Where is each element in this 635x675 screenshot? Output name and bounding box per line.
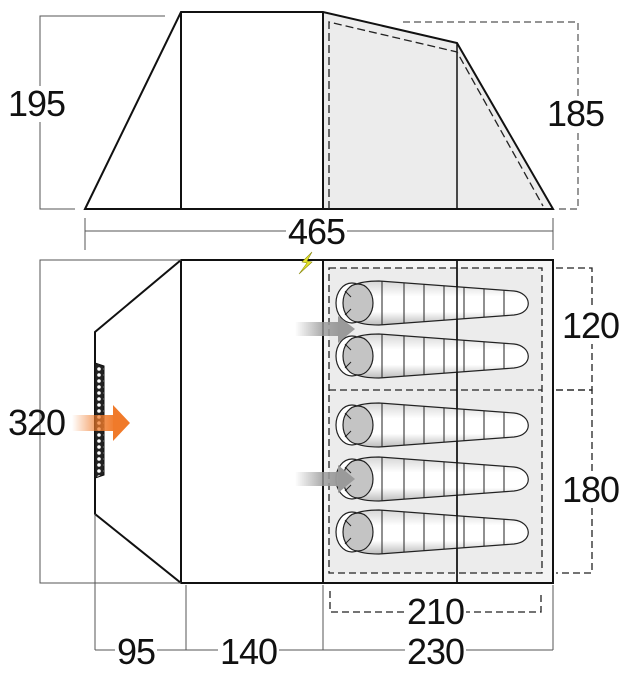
side-outline xyxy=(83,11,555,210)
label-bedroom-inner-length: 210 xyxy=(405,591,467,632)
electric-hookup-icon xyxy=(298,251,313,275)
side-inner-dashed xyxy=(328,21,544,209)
entrance-arrow-icon xyxy=(72,405,130,441)
bedroom-door-arrow-icon xyxy=(295,465,355,493)
label-height-front: 195 xyxy=(6,83,68,124)
bedroom-door-arrow-icon xyxy=(295,316,355,343)
label-living-length: 140 xyxy=(218,631,280,672)
label-bedroom-large-width: 180 xyxy=(560,469,622,510)
side-bedroom-fill xyxy=(323,13,553,209)
label-bedroom-length: 230 xyxy=(405,631,467,672)
label-total-length: 465 xyxy=(286,211,348,252)
label-bedroom-small-width: 120 xyxy=(560,305,622,346)
label-porch-length: 95 xyxy=(115,631,158,672)
side-view xyxy=(39,11,579,250)
floor-plan xyxy=(39,251,593,651)
label-width: 320 xyxy=(8,402,66,443)
dim-320-line xyxy=(39,259,181,584)
inner-tent-dashed xyxy=(328,267,543,574)
label-height-rear: 185 xyxy=(545,93,607,134)
